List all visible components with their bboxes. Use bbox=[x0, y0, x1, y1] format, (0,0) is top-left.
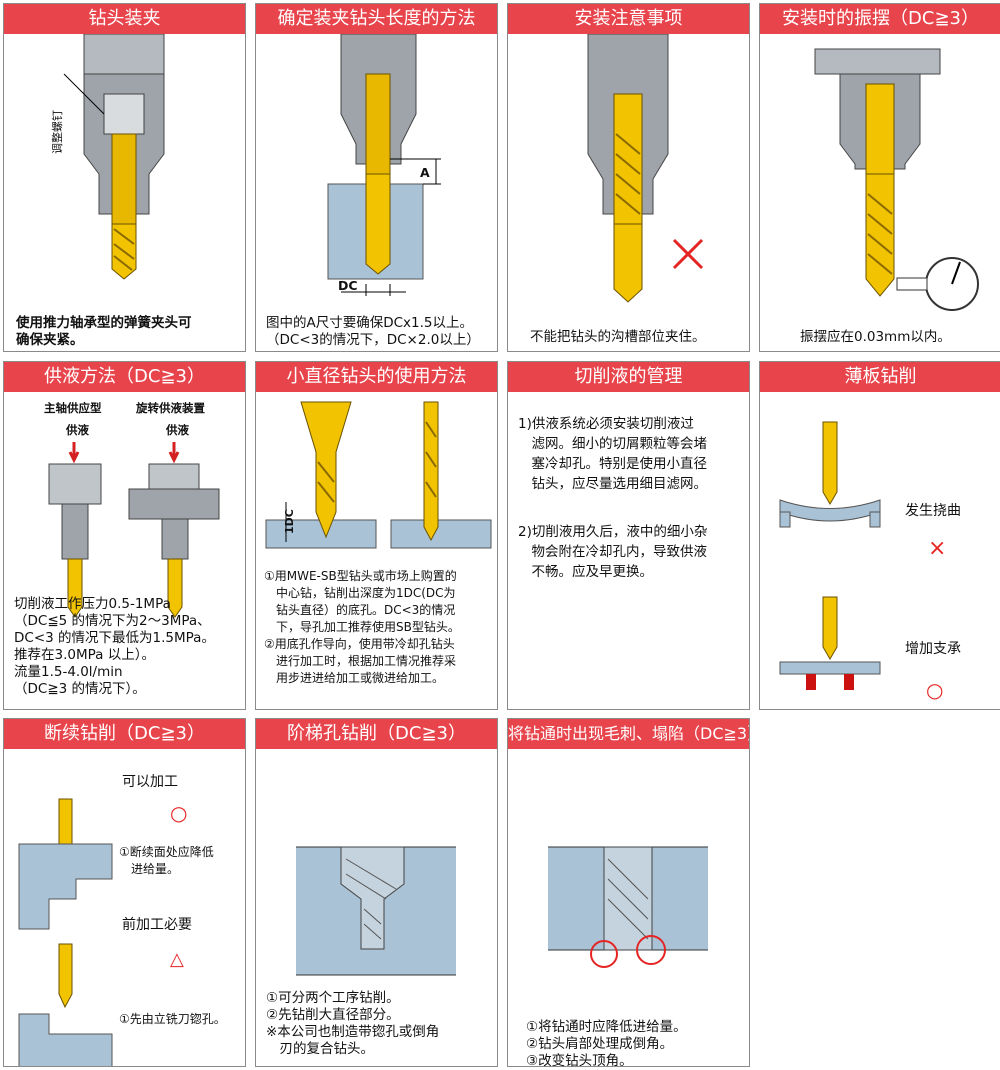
card-title: 薄板钻削 bbox=[760, 362, 1000, 392]
card-text: ①可分两个工序钻削。 ②先钻削大直径部分。 ※本公司也制造带锪孔或倒角 刃的复合… bbox=[266, 990, 440, 1057]
card-install-notes: 安装注意事项 不能把钻头的沟槽部位夹住。 bbox=[507, 3, 750, 352]
note-endmill: ①先由立铣刀锪孔。 bbox=[119, 1012, 226, 1026]
card-body: A DC 图中的A尺寸要确保DCx1.5以上。 （DC<3的情况下，DC×2.0… bbox=[256, 34, 497, 351]
card-body: 可以加工 ○ ①断续面处应降低 进给量。 前加工必要 △ ①先由立铣刀锪孔。 bbox=[4, 749, 245, 1066]
label-deflection: 发生挠曲 bbox=[905, 503, 961, 519]
label-pre-process: 前加工必要 bbox=[122, 917, 192, 933]
label-dc: DC bbox=[338, 278, 358, 293]
card-runout: 安装时的振摆（DC≧3） 振摆应在0.03mm以内。 bbox=[759, 3, 1000, 352]
card-body: 1DC ①用MWE-SB型钻头或市场上购置的 中心钻，钻削出深度为1DC(DC为… bbox=[256, 392, 497, 709]
card-title: 小直径钻头的使用方法 bbox=[256, 362, 497, 392]
install-notes-illustration bbox=[587, 34, 704, 303]
card-clamp-length: 确定装夹钻头长度的方法 A DC 图中的A尺寸要确保DCx1.5以上。 （DC<… bbox=[255, 3, 498, 352]
card-title: 安装注意事项 bbox=[508, 4, 749, 34]
card-coolant-supply: 供液方法（DC≧3） 主轴供应型 旋转供液装置 供液 供液 切削液工作压力0.5… bbox=[3, 361, 246, 710]
card-body: ①可分两个工序钻削。 ②先钻削大直径部分。 ※本公司也制造带锪孔或倒角 刃的复合… bbox=[256, 749, 497, 1066]
card-thin-plate: 薄板钻削 发生挠曲 × 增加支承 ○ bbox=[759, 361, 1000, 710]
card-body: 不能把钻头的沟槽部位夹住。 bbox=[508, 34, 749, 351]
thin-plate-illustration bbox=[779, 421, 881, 690]
card-step-hole: 阶梯孔钻削（DC≧3） ①可分两个工序钻削。 ②先钻削大直径部分。 ※本公司也制… bbox=[255, 718, 498, 1067]
mark-good: ○ bbox=[926, 678, 944, 702]
burr-illustration bbox=[548, 846, 708, 968]
card-title: 供液方法（DC≧3） bbox=[4, 362, 245, 392]
label-a-dimension: A bbox=[420, 165, 430, 180]
label-adjust-screw: 调整螺钉 bbox=[51, 110, 64, 154]
interrupted-illustration bbox=[18, 798, 113, 1066]
card-title: 将钻通时出现毛刺、塌陷（DC≧3） bbox=[508, 719, 749, 749]
label-1dc: 1DC bbox=[283, 509, 296, 534]
card-title: 钻头装夹 bbox=[4, 4, 245, 34]
note-interrupt: ①断续面处应降低 进给量。 bbox=[119, 845, 214, 876]
mark-pre: △ bbox=[170, 949, 184, 970]
card-title: 确定装夹钻头长度的方法 bbox=[256, 4, 497, 34]
label-supply-2: 供液 bbox=[166, 423, 189, 437]
label-rotary-device: 旋转供液装置 bbox=[136, 401, 205, 415]
small-drill-illustration bbox=[265, 401, 492, 549]
card-body: 发生挠曲 × 增加支承 ○ bbox=[760, 392, 1000, 709]
card-interrupted-drilling: 断续钻削（DC≧3） 可以加工 ○ ①断续面处应降低 进给量。 前加工必要 △ … bbox=[3, 718, 246, 1067]
card-burr: 将钻通时出现毛刺、塌陷（DC≧3） ①将钻通时应降低进给量。 ②钻头肩部处理成倒… bbox=[507, 718, 750, 1069]
card-small-drill: 小直径钻头的使用方法 1DC ①用MWE-SB型钻头或市场上购置的 中心钻，钻削… bbox=[255, 361, 498, 710]
card-body: 主轴供应型 旋转供液装置 供液 供液 切削液工作压力0.5-1MPa （DC≦5… bbox=[4, 392, 245, 709]
mark-bad: × bbox=[928, 536, 947, 561]
card-body: 调整螺钉 使用推力轴承型的弹簧夹头可 确保夹紧。 bbox=[4, 34, 245, 351]
card-text: 图中的A尺寸要确保DCx1.5以上。 （DC<3的情况下，DC×2.0以上） bbox=[266, 315, 480, 348]
card-text: 不能把钻头的沟槽部位夹住。 bbox=[530, 329, 706, 345]
card-text: ①将钻通时应降低进给量。 ②钻头肩部处理成倒角。 ③改变钻头顶角。 bbox=[526, 1019, 687, 1069]
mark-ok: ○ bbox=[170, 801, 188, 825]
card-text: 使用推力轴承型的弹簧夹头可 确保夹紧。 bbox=[16, 315, 192, 348]
card-text-1: 1)供液系统必须安装切削液过 滤网。细小的切屑颗粒等会堵 塞冷却孔。特别是使用小… bbox=[518, 416, 707, 492]
card-text: 切削液工作压力0.5-1MPa （DC≦5 的情况下为2～3MPa、 DC<3 … bbox=[14, 596, 215, 697]
runout-illustration bbox=[814, 48, 979, 311]
card-title: 断续钻削（DC≧3） bbox=[4, 719, 245, 749]
card-body: ①将钻通时应降低进给量。 ②钻头肩部处理成倒角。 ③改变钻头顶角。 bbox=[508, 749, 749, 1069]
card-title: 阶梯孔钻削（DC≧3） bbox=[256, 719, 497, 749]
card-coolant-management: 切削液的管理 1)供液系统必须安装切削液过 滤网。细小的切屑颗粒等会堵 塞冷却孔… bbox=[507, 361, 750, 710]
label-add-support: 增加支承 bbox=[905, 641, 961, 657]
label-can-process: 可以加工 bbox=[122, 774, 178, 790]
card-text-2: 2)切削液用久后，液中的细小杂 物会附在冷却孔内，导致供液 不畅。应及早更换。 bbox=[518, 524, 708, 580]
card-body: 振摆应在0.03mm以内。 bbox=[760, 34, 1000, 351]
card-title: 切削液的管理 bbox=[508, 362, 749, 392]
coolant-supply-illustration bbox=[48, 442, 220, 618]
card-body: 1)供液系统必须安装切削液过 滤网。细小的切屑颗粒等会堵 塞冷却孔。特别是使用小… bbox=[508, 392, 749, 709]
step-hole-illustration bbox=[296, 846, 456, 976]
label-supply-1: 供液 bbox=[66, 423, 89, 437]
label-spindle-type: 主轴供应型 bbox=[44, 401, 102, 415]
card-title: 安装时的振摆（DC≧3） bbox=[760, 4, 1000, 34]
clamp-length-illustration bbox=[327, 34, 441, 296]
card-text: ①用MWE-SB型钻头或市场上购置的 中心钻，钻削出深度为1DC(DC为 钻头直… bbox=[264, 569, 460, 685]
card-drill-clamping: 钻头装夹 调整螺钉 使用推力轴承型的弹簧夹头可 确保夹紧。 bbox=[3, 3, 246, 352]
card-text: 振摆应在0.03mm以内。 bbox=[800, 329, 951, 345]
clamping-illustration bbox=[63, 34, 165, 280]
